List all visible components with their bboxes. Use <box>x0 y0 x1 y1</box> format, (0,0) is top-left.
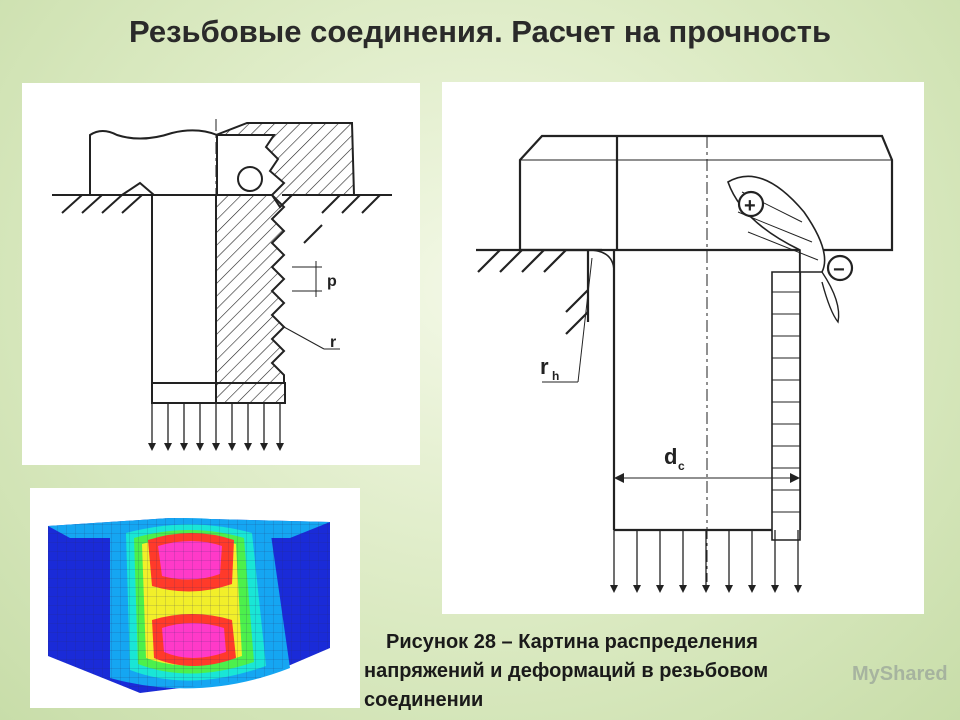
fillet-radius-subscript: h <box>552 369 559 383</box>
minus-sign-label: − <box>833 259 845 281</box>
watermark-logo: MyShared <box>852 663 948 685</box>
caption-line-2: напряжений и деформаций в резьбовом <box>364 660 769 682</box>
slide-title: Резьбовые соединения. Расчет на прочност… <box>129 14 831 49</box>
caption-line-1: Рисунок 28 – Картина распределения <box>386 631 758 653</box>
pitch-label: p <box>327 273 337 290</box>
radius-label: r <box>330 334 336 351</box>
caption-line-3: соединении <box>364 689 484 711</box>
plus-sign-label: + <box>744 195 756 217</box>
fem-stress-model-image <box>30 488 360 708</box>
thread-profile-drawing: p r <box>22 83 420 465</box>
diameter-label: d <box>664 444 677 469</box>
bolt-head-stress-drawing: + − r h d c <box>442 82 924 614</box>
figure-caption: Рисунок 28 – Картина распределения напря… <box>364 628 954 715</box>
diameter-subscript: c <box>678 459 685 473</box>
fem-mesh-block <box>48 518 330 693</box>
fillet-radius-label: r <box>540 354 549 379</box>
